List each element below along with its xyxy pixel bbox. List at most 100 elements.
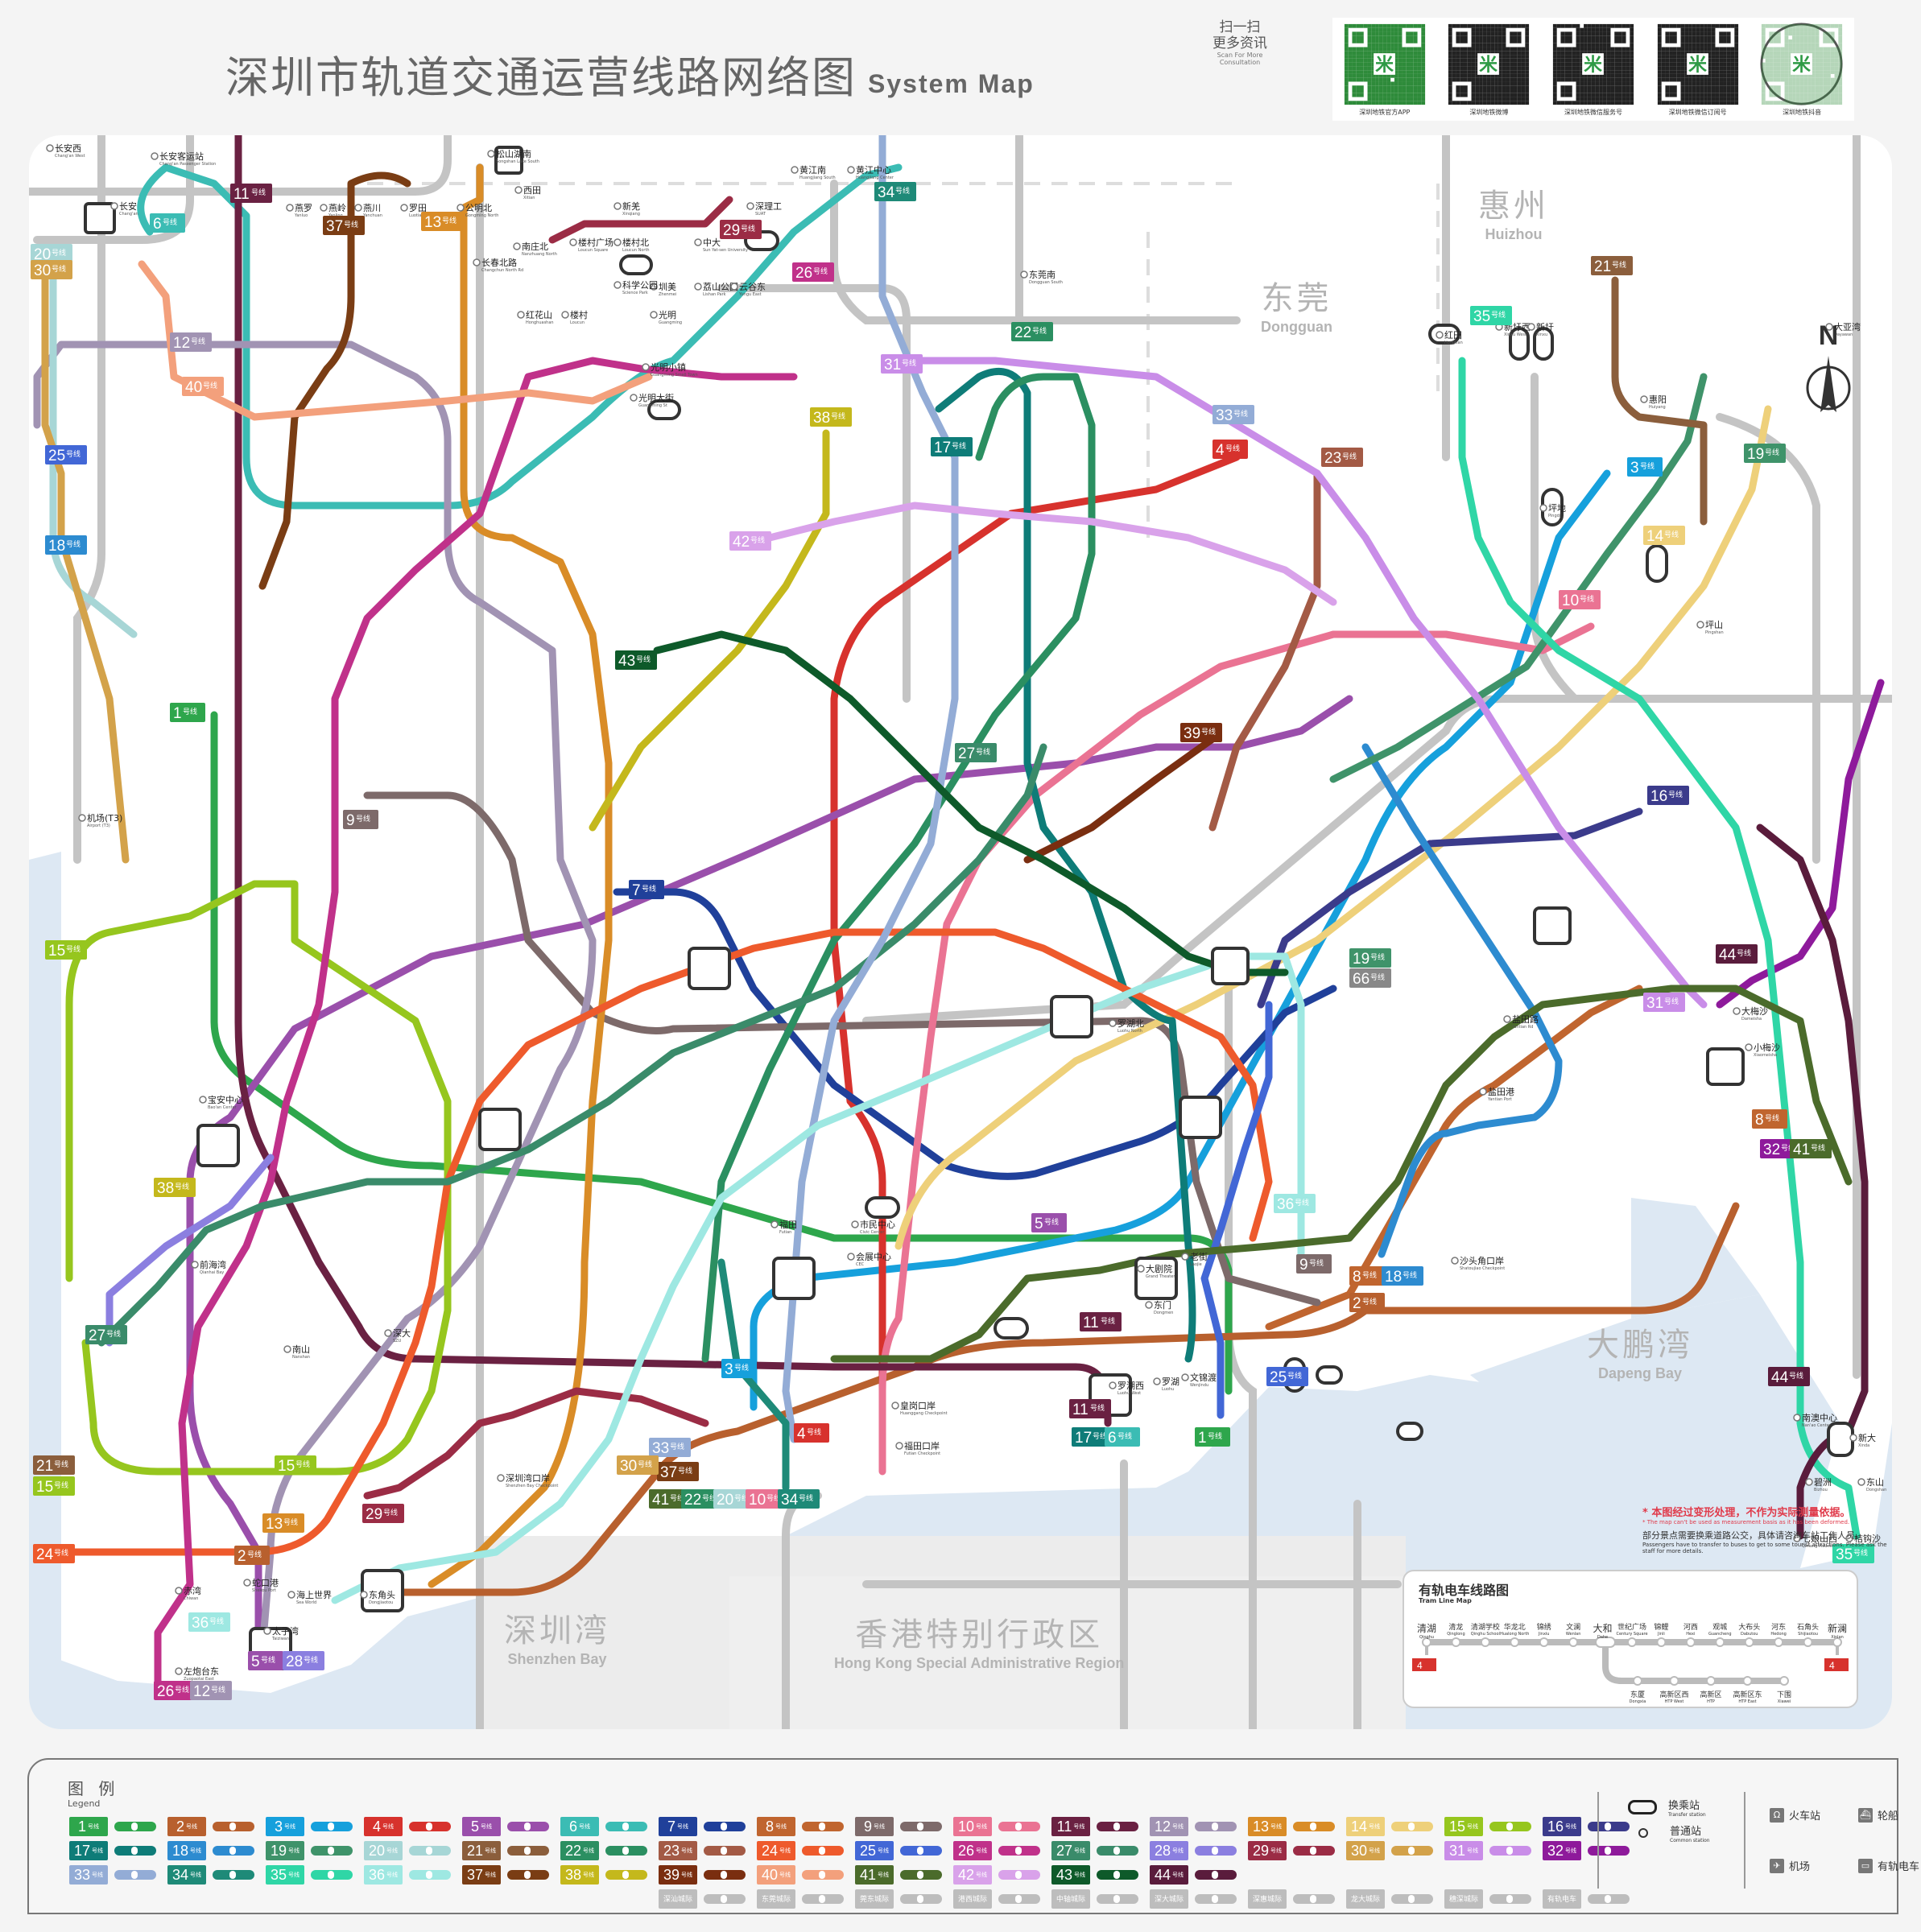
qr-code-3[interactable]: 米深圳地铁微信服务号 (1546, 23, 1641, 117)
qr-code-5[interactable]: 米深圳地铁抖音 (1754, 23, 1849, 117)
qr-code-4[interactable]: 米深圳地铁微信订阅号 (1650, 23, 1745, 117)
qr-code-1[interactable]: 米深圳地铁官方APP (1337, 23, 1432, 117)
